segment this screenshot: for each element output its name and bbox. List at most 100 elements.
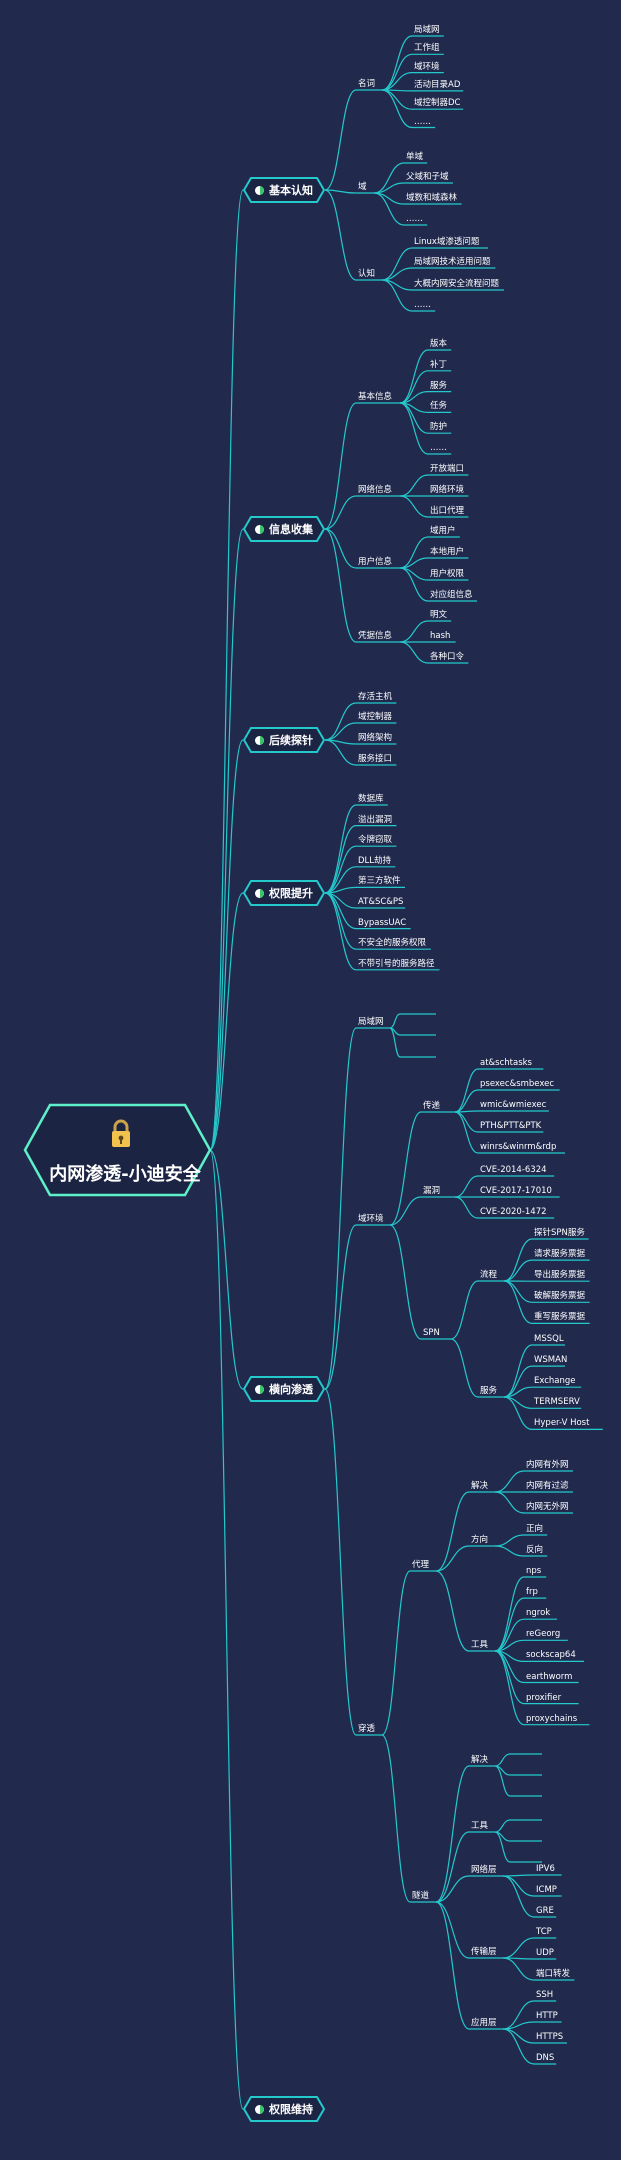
- item-item: 内网有外网: [526, 1459, 569, 1471]
- node-basic[interactable]: 基本认知: [243, 177, 325, 203]
- item-exchange: Exchange: [534, 1375, 576, 1387]
- item-http: HTTP: [536, 2010, 558, 2022]
- sub-spn-flow: 流程: [480, 1269, 497, 1281]
- item-item: 局域网技术适用问题: [414, 256, 491, 268]
- sub-proxy-direction: 方向: [471, 1534, 488, 1546]
- item-item: 防护: [430, 421, 447, 433]
- item-item: 不带引号的服务路径: [358, 958, 435, 970]
- padlock-icon: [110, 1119, 132, 1149]
- item-item: 网络环境: [430, 484, 464, 496]
- item-hash: hash: [430, 630, 450, 642]
- item-item: 大概内网安全流程问题: [414, 278, 499, 290]
- sub-user-info: 用户信息: [358, 556, 392, 568]
- item-item: 域数和域森林: [406, 192, 457, 204]
- progress-pie-icon: [255, 736, 264, 745]
- node-basic-label: 基本认知: [269, 182, 313, 198]
- node-lateral-label: 横向渗透: [269, 1381, 313, 1397]
- sub-network-layer: 网络层: [471, 1864, 497, 1876]
- item-psexec-smbexec: psexec&smbexec: [480, 1078, 554, 1090]
- item-ad: 活动目录AD: [414, 79, 460, 91]
- item-item: ……: [414, 116, 431, 128]
- item-item: 服务接口: [358, 753, 392, 765]
- item-regeorg: reGeorg: [526, 1628, 560, 1640]
- progress-pie-icon: [255, 186, 264, 195]
- item-item: 内网无外网: [526, 1501, 569, 1513]
- item-item: 开放端口: [430, 463, 464, 475]
- item-earthworm: earthworm: [526, 1671, 572, 1683]
- item-item: 域用户: [430, 525, 456, 537]
- item-at-schtasks: at&schtasks: [480, 1057, 532, 1069]
- item-mssql: MSSQL: [534, 1333, 564, 1345]
- item-item: 破解服务票据: [534, 1290, 585, 1302]
- node-persist[interactable]: 权限维持: [243, 2096, 325, 2122]
- item-item: 正向: [526, 1523, 543, 1535]
- sub-transport-layer: 传输层: [471, 1946, 497, 1958]
- item-item: 数据库: [358, 793, 384, 805]
- item-proxychains: proxychains: [526, 1713, 577, 1725]
- node-privesc[interactable]: 权限提升: [243, 880, 325, 906]
- sub-spn-service: 服务: [480, 1385, 497, 1397]
- node-info-label: 信息收集: [269, 521, 313, 537]
- item-spn: 探针SPN服务: [534, 1227, 585, 1239]
- item-dc: 域控制器DC: [414, 97, 460, 109]
- item-item: 补丁: [430, 359, 447, 371]
- item-at-sc-ps: AT&SC&PS: [358, 896, 403, 908]
- sub-yu: 域: [358, 181, 367, 193]
- item-pth-ptt-ptk: PTH&PTT&PTK: [480, 1120, 541, 1132]
- item-hyper-v-host: Hyper-V Host: [534, 1417, 589, 1429]
- sub-app-layer: 应用层: [471, 2017, 497, 2029]
- node-probe-label: 后续探针: [269, 732, 313, 748]
- sub-tunnel: 穿透: [358, 1723, 375, 1735]
- item-item: 对应组信息: [430, 589, 473, 601]
- item-wmic-wmiexec: wmic&wmiexec: [480, 1099, 546, 1111]
- sub-renzhi: 认知: [358, 268, 375, 280]
- item-item: 存活主机: [358, 691, 392, 703]
- item-item: 重写服务票据: [534, 1311, 585, 1323]
- item-dns: DNS: [536, 2052, 554, 2064]
- item-item: 局域网: [414, 24, 440, 36]
- progress-pie-icon: [255, 525, 264, 534]
- sub-lan: 局域网: [358, 1016, 384, 1028]
- node-lateral[interactable]: 横向渗透: [243, 1376, 325, 1402]
- item-gre: GRE: [536, 1905, 554, 1917]
- sub-tunnel-solve: 解决: [471, 1754, 488, 1766]
- node-info[interactable]: 信息收集: [243, 516, 325, 542]
- node-probe[interactable]: 后续探针: [243, 727, 325, 753]
- item-item: 工作组: [414, 42, 440, 54]
- item-item: 第三方软件: [358, 875, 401, 887]
- root-title: 内网渗透-小迪安全: [30, 1160, 220, 1186]
- sub-proxy-tools: 工具: [471, 1639, 488, 1651]
- item-item: 令牌窃取: [358, 834, 392, 846]
- item-item: 任务: [430, 400, 447, 412]
- sub-transfer: 传递: [423, 1100, 440, 1112]
- item-item: 网络架构: [358, 732, 392, 744]
- sub-basic-info: 基本信息: [358, 391, 392, 403]
- item-item: 内网有过滤: [526, 1480, 569, 1492]
- item-item: 请求服务票据: [534, 1248, 585, 1260]
- sub-spn: SPN: [423, 1327, 440, 1339]
- item-item: 单域: [406, 151, 423, 163]
- check-circle-icon: [255, 2105, 264, 2114]
- item-item: ……: [414, 299, 431, 311]
- sub-tunnel-tools: 工具: [471, 1820, 488, 1832]
- item-item: ……: [430, 442, 447, 454]
- item-sockscap64: sockscap64: [526, 1649, 576, 1661]
- item-item: 不安全的服务权限: [358, 937, 426, 949]
- sub-tunnel2: 隧道: [412, 1890, 429, 1902]
- item-ipv6: IPV6: [536, 1863, 555, 1875]
- item-item: 导出服务票据: [534, 1269, 585, 1281]
- item-termserv: TERMSERV: [534, 1396, 580, 1408]
- item-item: 父域和子域: [406, 171, 449, 183]
- item-dll: DLL劫持: [358, 855, 391, 867]
- item-udp: UDP: [536, 1947, 554, 1959]
- node-persist-label: 权限维持: [269, 2101, 313, 2117]
- sub-vuln: 漏洞: [423, 1185, 440, 1197]
- item-nps: nps: [526, 1565, 541, 1577]
- item-ngrok: ngrok: [526, 1607, 550, 1619]
- item-item: 端口转发: [536, 1968, 570, 1980]
- item-tcp: TCP: [536, 1926, 552, 1938]
- item-item: 各种口令: [430, 651, 464, 663]
- sub-proxy: 代理: [412, 1559, 429, 1571]
- item-item: 用户权限: [430, 568, 464, 580]
- sub-proxy-solve: 解决: [471, 1480, 488, 1492]
